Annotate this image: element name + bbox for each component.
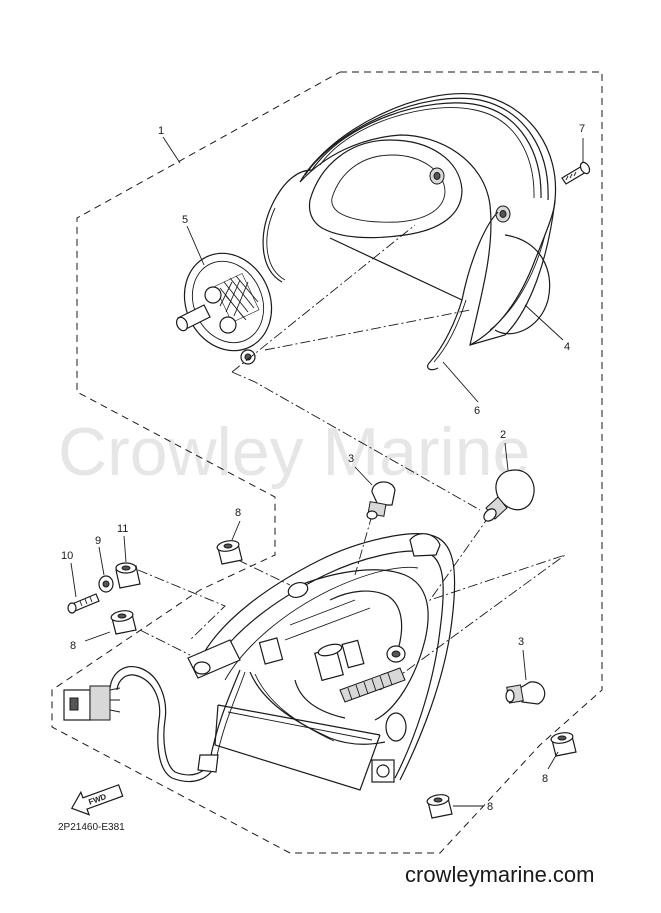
wire-connector [63,685,121,721]
leader-lines [70,136,584,807]
socket-plate [175,252,273,365]
grommet-8a [216,540,243,565]
grommet-8b [110,610,137,635]
grommet-8c [550,732,577,757]
assembly-line-upper [231,224,416,373]
callout-3-upper: 3 [348,453,354,465]
assembly-boundary [51,71,603,854]
grommet-8d [426,794,453,819]
callout-6: 6 [474,405,480,417]
site-url[interactable]: crowleymarine.com [405,862,595,887]
assembly-line-mid [231,371,481,511]
socket-assembly [109,533,456,791]
wire-frame [262,169,499,371]
callout-8-c: 8 [542,773,548,785]
callout-8-b: 8 [70,640,76,652]
callout-7: 7 [579,123,585,135]
callout-9: 9 [95,535,101,547]
washer-part-9 [98,575,114,593]
bulb-part-2 [483,469,535,522]
callout-8-d: 8 [487,801,493,813]
headlight-housing [299,93,557,346]
callout-3-lower: 3 [518,636,524,648]
callout-10: 10 [61,550,73,562]
callout-8-a: 8 [235,507,241,519]
callout-4: 4 [564,341,570,353]
bulb-part-3-upper [366,481,396,520]
grommet-part-11 [115,562,141,589]
diagram-code: 2P21460-E381 [58,822,125,833]
bolt-part-10 [67,593,100,614]
watermark-text: Crowley Marine [58,414,530,490]
callout-1: 1 [158,125,164,137]
screw-part-7 [561,161,591,185]
callout-5: 5 [182,214,188,226]
callout-2: 2 [500,429,506,441]
fwd-arrow-icon: FWD [70,784,124,816]
bulb-part-3-lower [505,681,546,705]
callout-11: 11 [117,523,128,535]
